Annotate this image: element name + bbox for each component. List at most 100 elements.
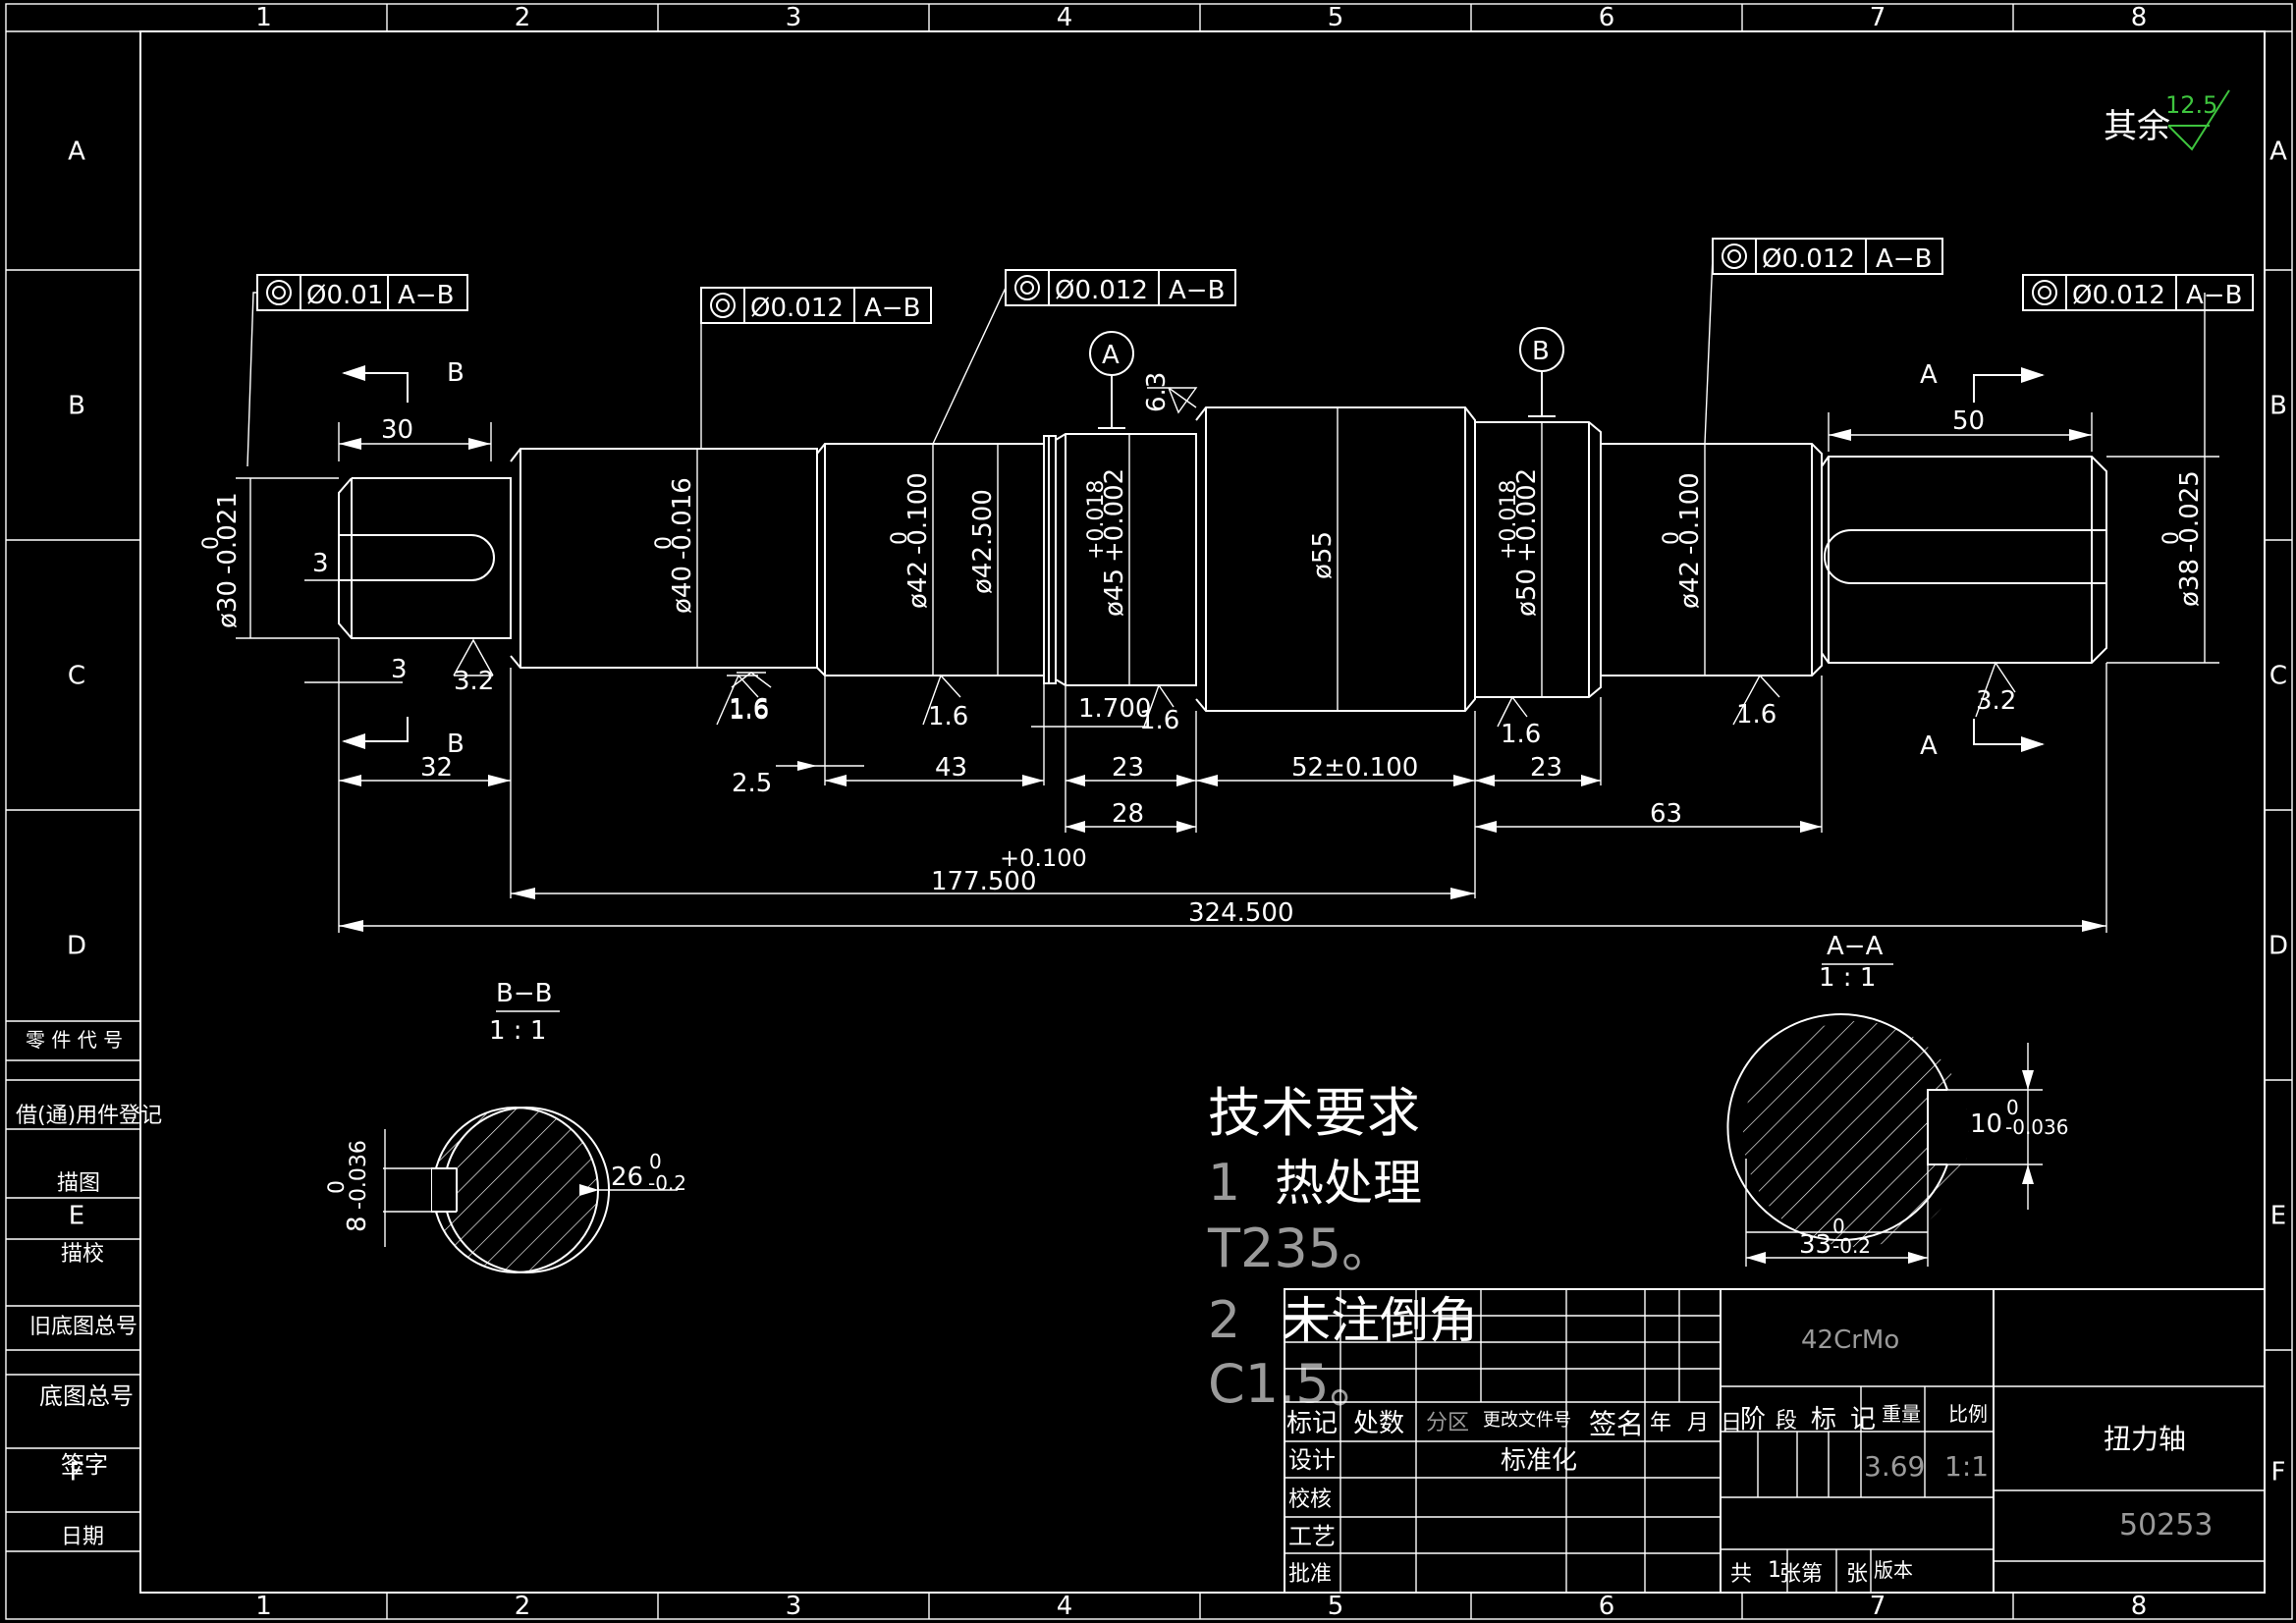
svg-text:+0.100: +0.100 — [1000, 844, 1087, 872]
section-a-a: A−A 1 : 1 10 -0.036 0 33 -0.2 0 — [1726, 932, 2068, 1267]
svg-text:重量: 重量 — [1882, 1402, 1921, 1426]
svg-text:张第: 张第 — [1779, 1562, 1823, 1587]
svg-text:描图: 描图 — [57, 1171, 100, 1196]
zone-row-right: B — [2269, 392, 2287, 421]
svg-text:A−B: A−B — [1876, 244, 1932, 274]
svg-text:30: 30 — [381, 415, 413, 445]
svg-text:记: 记 — [1850, 1405, 1876, 1434]
svg-text:-0.2: -0.2 — [648, 1171, 686, 1195]
svg-text:28: 28 — [1112, 799, 1144, 829]
general-roughness: 其余 12.5 — [2104, 89, 2230, 151]
section-aa-scale: 1 : 1 — [1819, 963, 1876, 993]
zone-col-top: 7 — [1870, 3, 1886, 32]
tolerance-frame-2: Ø0.012 A−B — [700, 287, 932, 450]
zone-row-left: C — [68, 662, 85, 691]
svg-text:-0.100: -0.100 — [1675, 472, 1705, 555]
weight: 3.69 — [1864, 1450, 1925, 1483]
svg-text:-0.021: -0.021 — [213, 492, 243, 574]
svg-text:1: 1 — [1768, 1558, 1781, 1583]
svg-text:T235。: T235。 — [1207, 1217, 1394, 1279]
svg-text:1.6: 1.6 — [1501, 720, 1541, 749]
svg-text:Ø0.012: Ø0.012 — [1762, 244, 1855, 274]
svg-text:A−B: A−B — [398, 281, 454, 310]
svg-text:签字: 签字 — [61, 1451, 108, 1479]
zone-col-top: 1 — [255, 3, 272, 32]
svg-text:1.6: 1.6 — [729, 696, 769, 726]
svg-text:3: 3 — [391, 655, 408, 684]
svg-text:2.5: 2.5 — [732, 769, 772, 798]
svg-text:2: 2 — [1208, 1291, 1240, 1350]
zone-row-right: F — [2271, 1458, 2286, 1488]
scale: 1:1 — [1944, 1450, 1989, 1483]
svg-text:ø42: ø42 — [903, 561, 933, 609]
roughness-mark: 6.3 — [1142, 372, 1198, 414]
svg-text:A−B: A−B — [864, 294, 920, 323]
zone-row-left: E — [69, 1202, 84, 1231]
svg-text:热处理: 热处理 — [1275, 1155, 1422, 1212]
svg-text:B: B — [447, 730, 465, 759]
zone-col-top: 5 — [1328, 3, 1344, 32]
svg-text:更改文件号: 更改文件号 — [1483, 1410, 1571, 1431]
technical-requirements: 技术要求 1 热处理 T235。 2 未注倒角 C1.5。 — [1207, 1082, 1478, 1415]
svg-text:-0.036: -0.036 — [2005, 1115, 2068, 1139]
svg-text:借(通)用件登记: 借(通)用件登记 — [16, 1104, 162, 1128]
svg-text:32: 32 — [420, 753, 453, 783]
svg-text:1.6: 1.6 — [729, 694, 769, 724]
svg-text:年: 年 — [1650, 1411, 1671, 1435]
section-bb-scale: 1 : 1 — [489, 1016, 546, 1046]
svg-text:批准: 批准 — [1288, 1562, 1332, 1587]
svg-text:日: 日 — [1721, 1411, 1742, 1435]
svg-text:50: 50 — [1952, 406, 1985, 436]
svg-text:+0.002: +0.002 — [1512, 468, 1542, 563]
svg-text:0: 0 — [652, 536, 677, 550]
svg-text:零 件 代 号: 零 件 代 号 — [26, 1028, 123, 1052]
svg-text:未注倒角: 未注倒角 — [1282, 1292, 1478, 1349]
left-record-block: 零 件 代 号 借(通)用件登记 描图 描校 旧底图总号 底图总号 签字 日期 — [6, 1020, 162, 1552]
title-block: 标记 处数 分区 更改文件号 签名 年 月 日 阶 段 标 记 重量 比例 设计… — [1284, 1288, 2266, 1594]
roughness-mark: 3.2 — [1975, 661, 2016, 718]
svg-text:-0.036: -0.036 — [347, 1140, 371, 1210]
zone-col-bottom: 3 — [786, 1592, 802, 1621]
zone-col-top: 4 — [1057, 3, 1073, 32]
datum-markers: A B — [1089, 327, 1564, 429]
roughness-mark: 1.6 — [1497, 695, 1541, 749]
svg-text:33: 33 — [1799, 1230, 1831, 1260]
svg-text:工艺: 工艺 — [1288, 1523, 1336, 1550]
svg-text:签名: 签名 — [1589, 1408, 1644, 1440]
svg-text:Ø0.012: Ø0.012 — [1055, 276, 1148, 305]
svg-text:3: 3 — [312, 549, 329, 578]
svg-text:Ø0.012: Ø0.012 — [750, 294, 844, 323]
svg-text:处数: 处数 — [1353, 1409, 1404, 1438]
svg-text:0: 0 — [325, 1180, 350, 1194]
svg-text:校核: 校核 — [1288, 1488, 1332, 1512]
svg-text:分区: 分区 — [1426, 1411, 1469, 1435]
svg-text:标准化: 标准化 — [1501, 1446, 1577, 1476]
shaft-outline — [338, 406, 2107, 712]
svg-text:0: 0 — [199, 536, 224, 550]
svg-text:比例: 比例 — [1948, 1402, 1988, 1426]
svg-text:-0.100: -0.100 — [903, 472, 933, 555]
zone-row-right: C — [2269, 662, 2287, 691]
svg-text:设计: 设计 — [1288, 1446, 1336, 1474]
svg-text:1: 1 — [1208, 1154, 1240, 1213]
roughness-mark: 1.6 — [729, 672, 772, 724]
diameter-labels: ø30 -0.021 0 ø40 -0.016 0 ø42 -0.100 0 ø… — [199, 468, 2205, 628]
svg-text:张: 张 — [1846, 1562, 1868, 1587]
zone-col-bottom: 7 — [1870, 1592, 1886, 1621]
svg-text:1.700: 1.700 — [1078, 694, 1151, 724]
svg-text:+0.018: +0.018 — [1497, 480, 1521, 560]
roughness-marks: 3.2 1.6 1.6 1.6 1.6 1.6 1.6 3.2 6.3 — [453, 372, 2016, 749]
tolerance-frame-1: Ø0.01 A−B — [246, 274, 468, 467]
tolerance-frames: Ø0.01 A−B Ø0.012 A−B Ø0.012 A−B Ø0.012 A… — [246, 238, 2254, 467]
roughness-mark: 1.6 — [716, 674, 769, 726]
zone-row-left: A — [68, 137, 85, 167]
svg-text:-0.025: -0.025 — [2175, 470, 2205, 553]
svg-text:A: A — [1920, 731, 1938, 761]
svg-text:A−B: A−B — [2186, 281, 2242, 310]
zone-col-bottom: 5 — [1328, 1592, 1344, 1621]
svg-text:-0.016: -0.016 — [668, 477, 697, 560]
svg-text:1.6: 1.6 — [928, 702, 968, 731]
tolerance-frame-3: Ø0.012 A−B — [932, 269, 1236, 445]
roughness-mark: 3.2 — [453, 638, 494, 696]
